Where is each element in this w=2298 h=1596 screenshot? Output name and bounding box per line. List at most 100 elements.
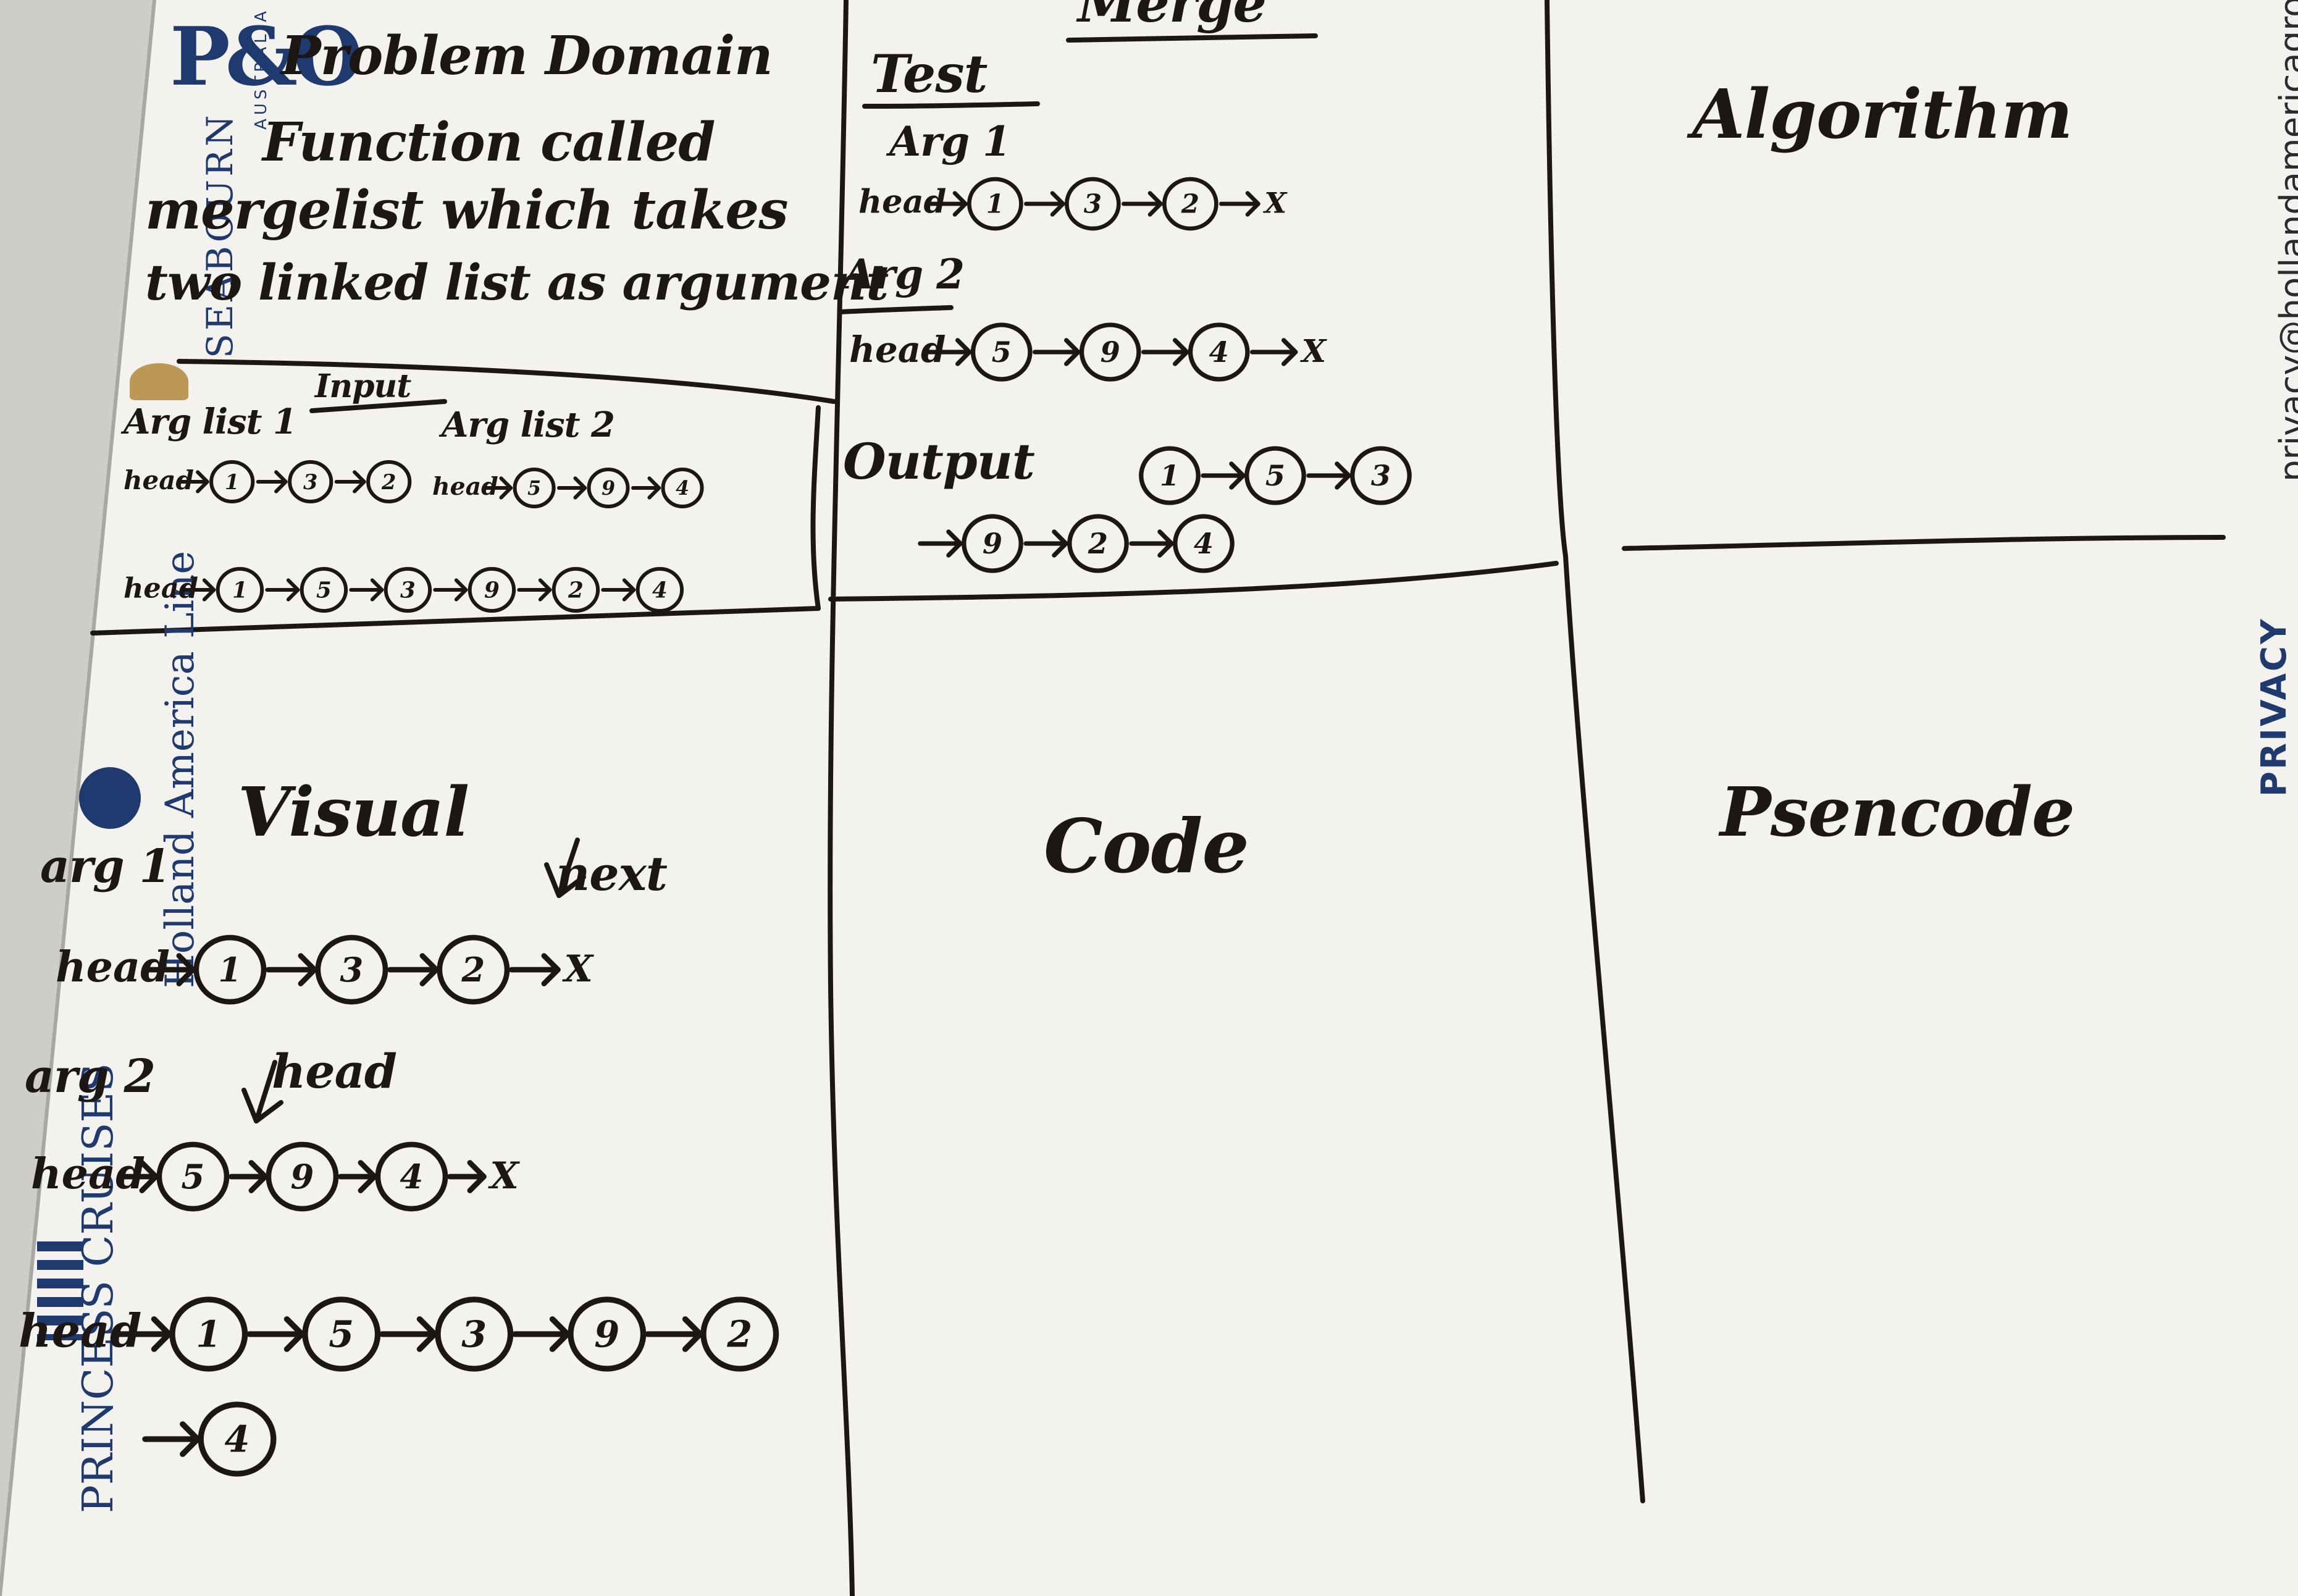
code-title: Code: [1044, 803, 1249, 890]
merge-header: Merge: [1078, 0, 1267, 35]
arrow-head: [419, 953, 439, 986]
arrow-head: [180, 1421, 201, 1457]
list-node: [300, 567, 348, 613]
list-node: [156, 1141, 230, 1212]
problem-domain-title: Problem Domain: [281, 25, 773, 87]
node-value: 4: [1209, 335, 1229, 369]
null-marker: X: [561, 947, 594, 991]
test-arg1-label: Arg 1: [889, 117, 1011, 166]
po-logo: P&O: [170, 9, 363, 104]
node-value: 9: [484, 577, 500, 603]
list-node: [384, 567, 432, 613]
arrow-head: [1157, 529, 1174, 558]
merge-underline: [1066, 33, 1318, 43]
visual-head-pointer-label: head: [272, 1044, 397, 1099]
null-marker: X: [1262, 187, 1288, 220]
list-node: [435, 1296, 514, 1372]
node-value: 1: [196, 1313, 221, 1356]
node-value: 3: [400, 577, 416, 603]
visual-arg2-label: arg 2: [25, 1050, 156, 1103]
list-node: [169, 1296, 248, 1372]
head-label: head: [849, 329, 946, 371]
pointer-arrows: [241, 838, 586, 1124]
node-value: 4: [1194, 527, 1214, 560]
arrow-head: [1229, 461, 1246, 490]
list-node: [970, 322, 1033, 382]
input-box-right: [810, 405, 821, 611]
list-node: [266, 1141, 339, 1212]
list-node: [216, 567, 264, 613]
list-node: [1173, 514, 1235, 573]
test-box-bottom: [828, 561, 1559, 602]
arrow-head: [499, 476, 513, 500]
arrow-head: [549, 1316, 571, 1352]
arrow-head: [196, 470, 209, 494]
node-value: 1: [225, 469, 239, 494]
node-value: 9: [290, 1157, 314, 1196]
arrow-head: [139, 1160, 159, 1193]
list-node: [1244, 446, 1306, 505]
list-node: [513, 468, 556, 508]
node-value: 1: [232, 577, 248, 603]
list-node: [1188, 322, 1250, 382]
node-value: 2: [381, 469, 396, 494]
input-title: Input: [315, 368, 411, 405]
node-value: 4: [652, 577, 668, 603]
list-node: [700, 1296, 779, 1372]
arrow-head: [647, 476, 661, 500]
node-value: 4: [676, 477, 689, 500]
arrow-head: [538, 578, 552, 602]
arrow-head: [1050, 191, 1065, 217]
arrow-head: [202, 578, 216, 602]
arrow-head: [541, 953, 561, 986]
test-title: Test: [871, 43, 988, 104]
arrow-head: [176, 953, 196, 986]
node-value: 4: [400, 1157, 423, 1196]
arrow-head: [946, 529, 963, 558]
list-node: [375, 1141, 448, 1212]
list-node: [1065, 177, 1121, 231]
node-value: 5: [1265, 459, 1285, 492]
problem-domain-line-3: two linked list as argument: [145, 253, 889, 311]
list-node: [967, 177, 1023, 231]
node-value: 3: [461, 1313, 487, 1356]
node-value: 2: [1088, 527, 1108, 560]
head-label: head: [124, 571, 198, 604]
arrow-head: [353, 470, 366, 494]
node-value: 2: [461, 950, 485, 989]
problem-domain-line-2: mergelist which takes: [145, 179, 789, 242]
arrow-head: [283, 1316, 305, 1352]
node-value: 4: [225, 1418, 250, 1461]
null-marker: X: [487, 1154, 520, 1198]
list-node: [198, 1401, 277, 1477]
seabourn-emblem-icon: [130, 363, 188, 400]
arrow-head: [682, 1316, 703, 1352]
arrow-head: [1281, 338, 1298, 366]
visual-title: Visual: [238, 772, 469, 852]
princess-wave-icon: [37, 1241, 83, 1340]
arrow-head: [955, 338, 972, 366]
arrow-head: [454, 578, 468, 602]
input-underline: [309, 399, 447, 413]
arrow-head: [952, 191, 968, 217]
node-value: 5: [316, 577, 332, 603]
head-pointer-arrow: [241, 1060, 283, 1124]
list-node: [568, 1296, 647, 1372]
list-node: [551, 567, 600, 613]
list-node: [661, 468, 704, 508]
node-value: 1: [986, 189, 1004, 219]
divider-horizontal-right: [1622, 535, 2226, 551]
visual-arg1-label: arg 1: [40, 840, 171, 893]
list-node: [1162, 177, 1218, 231]
node-value: 3: [1371, 459, 1391, 492]
list-node: [587, 468, 630, 508]
list-node: [1139, 446, 1201, 505]
problem-domain-line-1: Function called: [262, 111, 715, 174]
